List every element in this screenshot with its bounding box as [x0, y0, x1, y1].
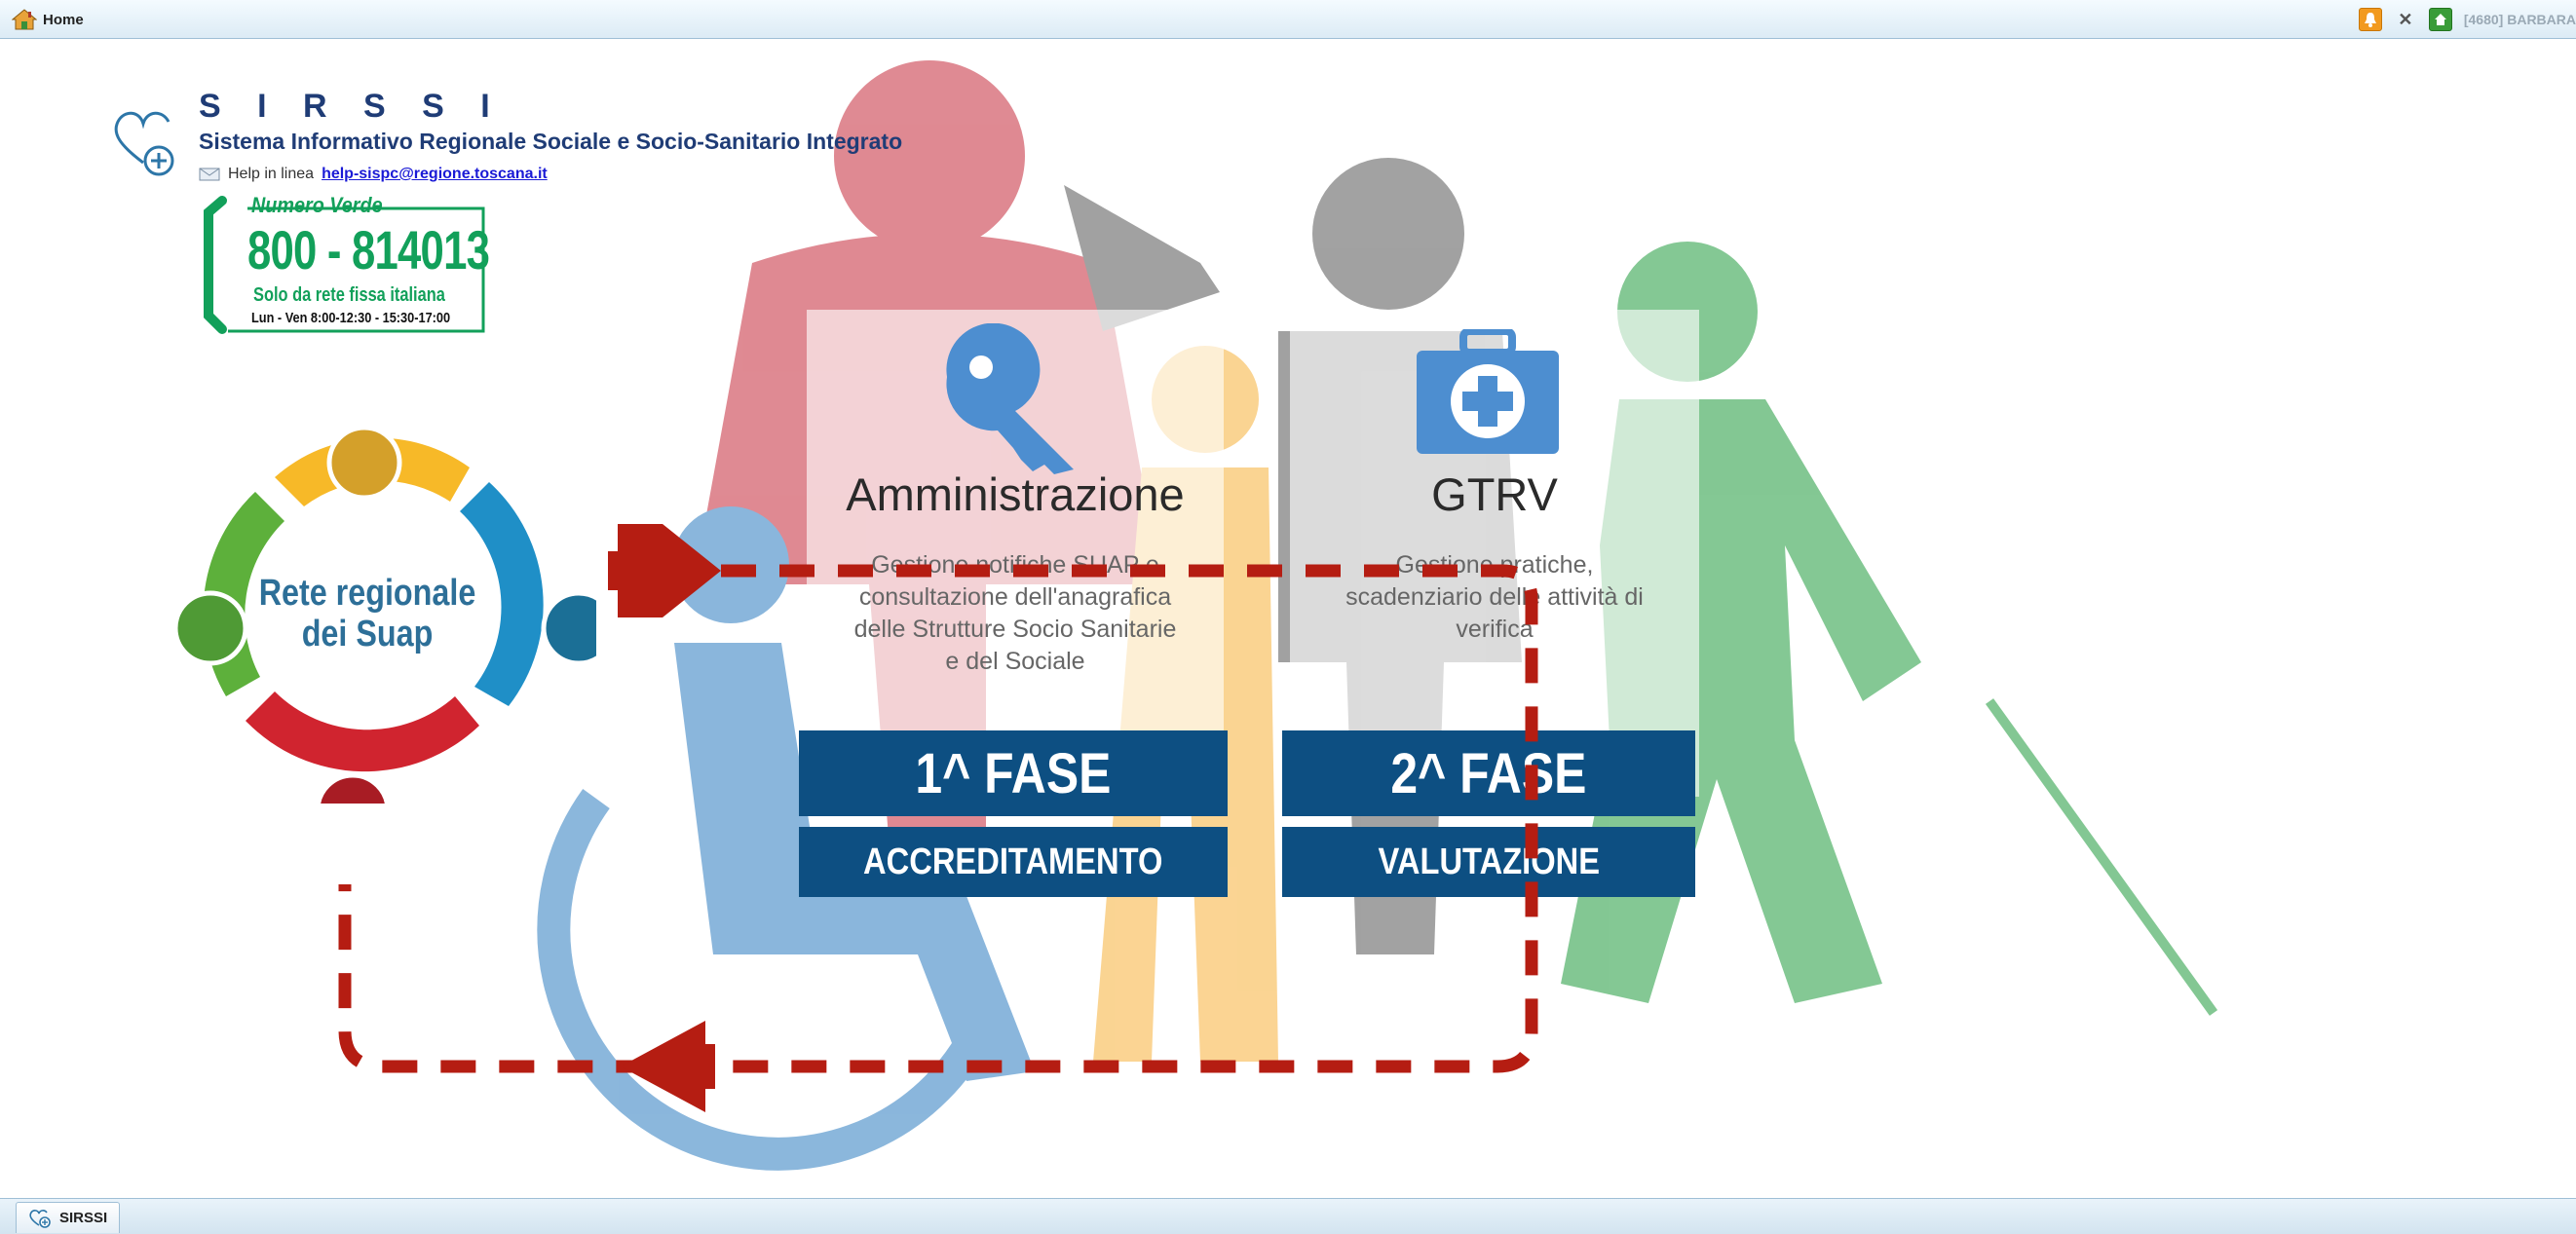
- app-title: S I R S S I: [199, 88, 504, 125]
- rete-suap-line2: dei Suap: [301, 614, 434, 654]
- accreditamento-label: ACCREDITAMENTO: [863, 841, 1163, 882]
- amministrazione-desc-line: e del Sociale: [945, 648, 1085, 675]
- gtrv-description: Gestione pratiche, scadenziario delle at…: [1290, 549, 1699, 646]
- numero-verde-title: Numero Verde: [251, 193, 383, 217]
- home-tab-label: Home: [43, 11, 84, 28]
- home-icon: [12, 9, 37, 30]
- home-tab[interactable]: Home: [12, 9, 84, 30]
- rete-suap-label: Rete regionale dei Suap: [239, 573, 496, 654]
- sirssi-heart-icon: [29, 1209, 51, 1228]
- tab-sirssi[interactable]: SIRSSI: [16, 1202, 121, 1233]
- fase-1-label: 1^ FASE: [915, 741, 1112, 805]
- key-icon: [946, 323, 1074, 474]
- home-icon: [2434, 14, 2446, 25]
- fase-2-label: 2^ FASE: [1390, 741, 1587, 805]
- notifications-button[interactable]: [2358, 8, 2382, 31]
- fase-2-button[interactable]: 2^ FASE: [1282, 730, 1695, 816]
- tab-sirssi-label: SIRSSI: [59, 1210, 108, 1226]
- accreditamento-button[interactable]: ACCREDITAMENTO: [799, 827, 1228, 897]
- home-button[interactable]: [2428, 8, 2452, 31]
- help-email-link[interactable]: help-sispc@regione.toscana.it: [322, 166, 548, 182]
- close-icon: ✕: [2398, 9, 2413, 29]
- valutazione-label: VALUTAZIONE: [1378, 841, 1600, 882]
- top-right-controls: ✕ [4680] BARBARA: [2358, 8, 2576, 31]
- numero-verde-box: Numero Verde 800 - 814013 Solo da rete f…: [201, 193, 490, 335]
- phone-frame-icon: [204, 196, 485, 334]
- numero-verde-number: 800 - 814013: [247, 219, 490, 280]
- bell-icon: [2364, 13, 2376, 27]
- gtrv-desc-line: Gestione pratiche,: [1395, 551, 1594, 579]
- rete-suap-line1: Rete regionale: [258, 573, 476, 614]
- amministrazione-title[interactable]: Amministrazione: [846, 468, 1185, 520]
- gtrv-desc-line: verifica: [1456, 616, 1534, 643]
- amministrazione-desc-line: delle Strutture Socio Sanitarie: [853, 616, 1177, 643]
- sirssi-logo: [114, 111, 174, 176]
- app-subtitle: Sistema Informativo Regionale Sociale e …: [199, 129, 903, 154]
- bottom-tab-bar: SIRSSI: [0, 1198, 2576, 1234]
- amministrazione-desc-line: Gestione notifiche SUAP e: [871, 551, 1159, 579]
- help-row: Help in linea help-sispc@regione.toscana…: [199, 166, 548, 183]
- gtrv-desc-line: scadenziario delle attività di: [1345, 583, 1644, 611]
- amministrazione-desc-line: consultazione dell'anagrafica: [858, 583, 1172, 611]
- close-button[interactable]: ✕: [2394, 8, 2417, 31]
- user-label: [4680] BARBARA: [2463, 12, 2576, 27]
- help-label: Help in linea: [228, 166, 315, 182]
- numero-verde-hours: Lun - Ven 8:00-12:30 - 15:30-17:00: [251, 310, 451, 326]
- numero-verde-note: Solo da rete fissa italiana: [253, 284, 445, 306]
- first-aid-kit-icon: [1417, 329, 1559, 454]
- amministrazione-description: Gestione notifiche SUAP e consultazione …: [807, 549, 1224, 678]
- mail-icon: [199, 168, 220, 181]
- top-toolbar: Home ✕ [4680] BARBARA: [0, 0, 2576, 39]
- valutazione-button[interactable]: VALUTAZIONE: [1282, 827, 1695, 897]
- fase-1-button[interactable]: 1^ FASE: [799, 730, 1228, 816]
- main-content: S I R S S I Sistema Informativo Regional…: [12, 39, 2576, 1198]
- gtrv-title[interactable]: GTRV: [1431, 468, 1558, 520]
